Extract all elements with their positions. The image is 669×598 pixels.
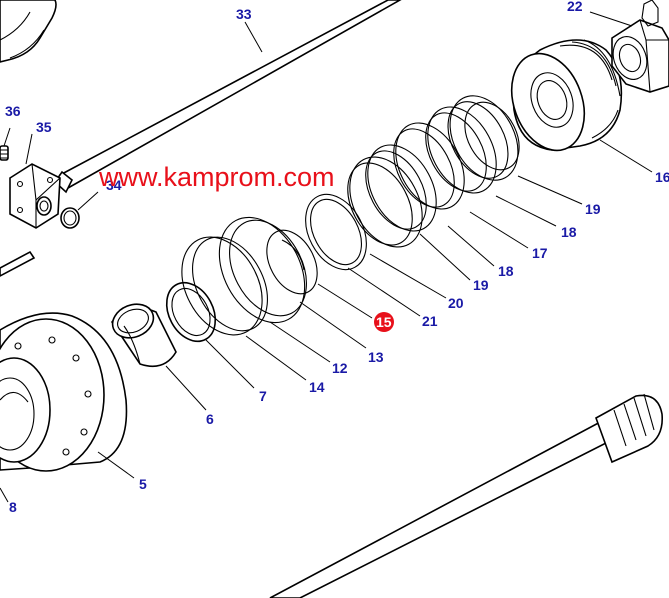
bolt-36 (0, 145, 9, 161)
label-8: 8 (9, 499, 17, 515)
label-6: 6 (206, 411, 214, 427)
label-35: 35 (36, 119, 52, 135)
label-7: 7 (259, 388, 267, 404)
label-5: 5 (139, 476, 147, 492)
ring-17 (425, 106, 497, 194)
ring-19-lower (365, 144, 437, 232)
ring-18-lower (393, 122, 465, 210)
flange-block-35 (9, 163, 61, 229)
piston-16 (510, 39, 623, 152)
label-18-lower: 18 (498, 263, 514, 279)
o-ring-34 (60, 207, 80, 229)
label-14: 14 (309, 379, 325, 395)
watermark: www.kamprom.com (98, 162, 335, 192)
highlight-badge (374, 312, 394, 332)
label-36: 36 (5, 103, 21, 119)
nut-22 (611, 0, 669, 93)
cylinder-head-5 (0, 312, 128, 472)
seal-ring-7 (165, 281, 217, 343)
label-20: 20 (448, 295, 464, 311)
backup-ring-13 (266, 229, 318, 295)
bushing-6 (111, 303, 177, 368)
label-18-upper: 18 (561, 224, 577, 240)
label-12: 12 (332, 360, 348, 376)
label-15: 15 (376, 314, 392, 330)
seal-14 (181, 236, 268, 336)
ring-20 (347, 156, 423, 248)
label-33: 33 (236, 6, 252, 22)
cylinder-tube (0, 0, 57, 63)
label-19-upper: 19 (585, 201, 601, 217)
label-13: 13 (368, 349, 384, 365)
label-17: 17 (532, 245, 548, 261)
label-21: 21 (422, 313, 438, 329)
label-19-lower: 19 (473, 277, 489, 293)
part-labels: 33 22 36 35 34 16 19 18 17 18 19 20 21 1… (5, 0, 669, 515)
label-34: 34 (106, 177, 122, 193)
ring-18-upper (447, 95, 519, 181)
wiper-ring-12 (218, 216, 307, 324)
ring-21 (305, 193, 367, 271)
piston-rod (269, 393, 664, 598)
label-22: 22 (567, 0, 583, 14)
tube-pipe-33 (0, 0, 402, 277)
leader-lines (0, 11, 653, 503)
ring-19-upper (464, 101, 520, 171)
label-16: 16 (655, 169, 669, 185)
